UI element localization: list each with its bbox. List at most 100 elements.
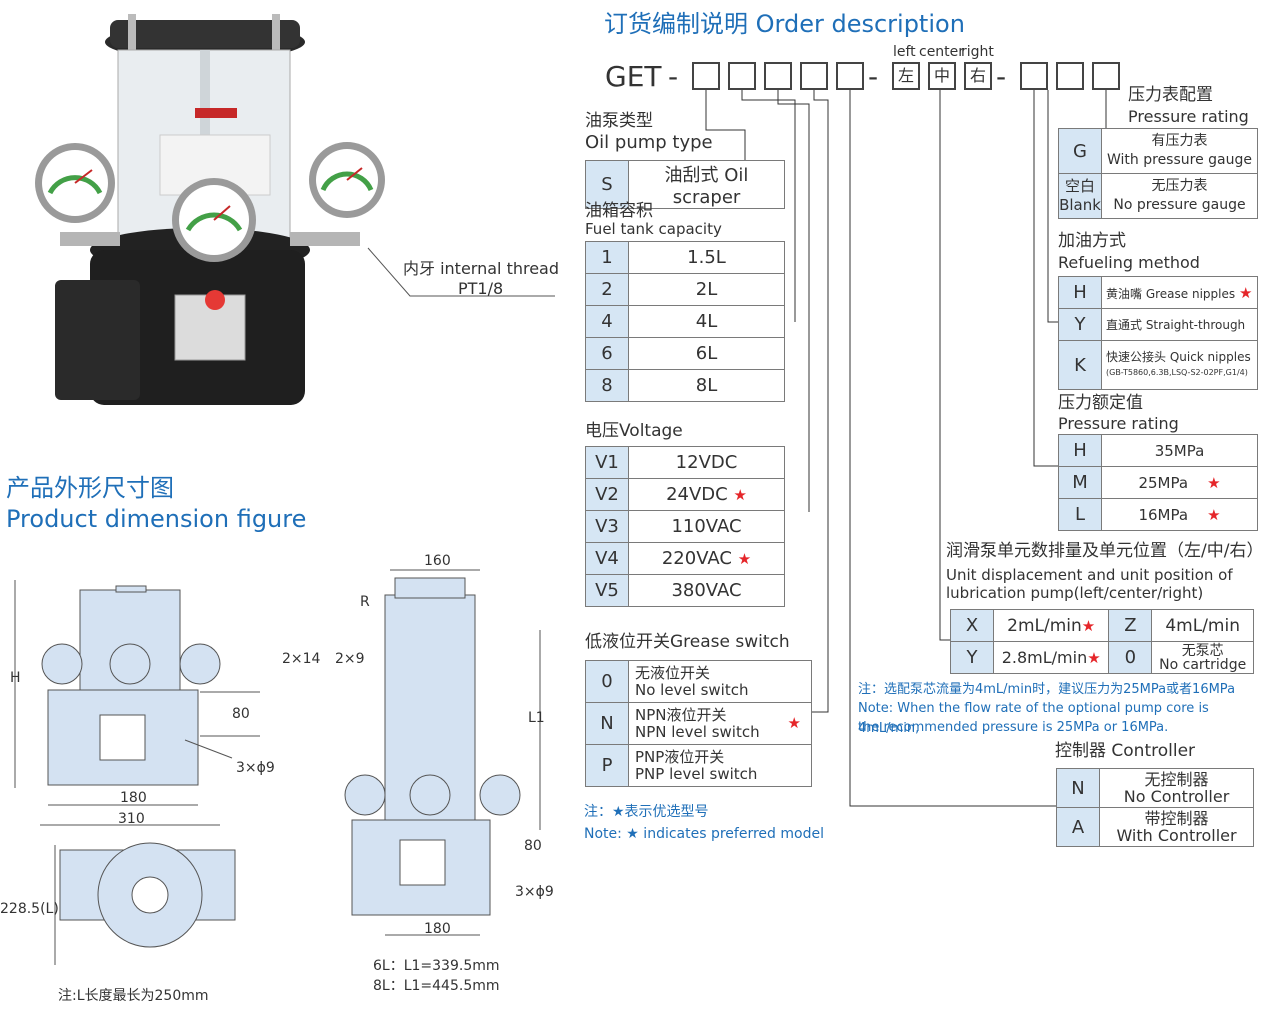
star-icon: ★ (1081, 616, 1096, 635)
note-preferred-en: Note: ★ indicates preferred model (584, 826, 824, 842)
grease-code: N (585, 702, 629, 745)
unit-text: 无泵芯 (1181, 642, 1224, 659)
grease-cn: NPN液位开关 (635, 705, 727, 724)
tank-code: 4 (585, 305, 629, 338)
front-view-drawing: H 80 3×ϕ9 180 310 228.5(L) 注:L长度最长为250mm… (0, 553, 554, 1004)
code-box-controller (836, 62, 864, 90)
note-flow-cn: 注：选配泵芯流量为4mL/min时，建议压力为25MPa或者16MPa (858, 682, 1236, 697)
voltage-code: V4 (585, 542, 629, 575)
prating-code: L (1058, 498, 1102, 531)
tank-code: 8 (585, 369, 629, 402)
grease-title: 低液位开关Grease switch (585, 632, 790, 652)
controller-en: No Controller (1123, 787, 1230, 806)
grease-cn: PNP液位开关 (635, 747, 725, 766)
pos-center: center (919, 44, 965, 60)
gauge-cn: 压力表配置 (1128, 85, 1213, 105)
table-row: S 油刮式 Oil scraper (585, 160, 785, 209)
grease-en: No level switch (635, 680, 749, 699)
unit-text: 2mL/min (1007, 615, 1082, 636)
pressure-gauge-right (309, 142, 385, 218)
controller-cn: 无控制器 (1144, 770, 1209, 789)
thread-label: 内牙 internal thread (403, 259, 559, 278)
controller-cn: 带控制器 (1144, 809, 1209, 828)
pump-value: 油刮式 Oil scraper (628, 160, 785, 209)
grease-en: NPN level switch (635, 722, 760, 741)
code-box-left: 左 (892, 62, 920, 90)
note-preferred-cn: 注：★表示优选型号 (584, 804, 709, 820)
voltage-code: V1 (585, 446, 629, 479)
refuel-code: K (1058, 340, 1102, 390)
dim-l: 228.5(L) (0, 901, 59, 917)
pump-type-cn: 油泵类型 (585, 111, 653, 131)
unit-cn: 润滑泵单元数排量及单元位置（左/中/右） (946, 541, 1263, 561)
voltage-value: 24VDC ★ (628, 478, 785, 511)
prating-en: Pressure rating (1058, 414, 1179, 433)
unit-text-en: No cartridge (1159, 656, 1247, 673)
pump-type-en: Oil pump type (585, 132, 713, 153)
code-box-right: 右 (964, 62, 992, 90)
pos-left: left (893, 44, 916, 60)
gauge-code-en: Blank (1059, 196, 1101, 214)
voltage-en: Voltage (619, 421, 683, 441)
code-box-gauge (1092, 62, 1120, 90)
voltage-code: V3 (585, 510, 629, 543)
refuel-value: 直通式 Straight-through (1101, 308, 1258, 341)
refuel-text: 黄油嘴 Grease nipples (1106, 286, 1236, 301)
pump-type-table: S 油刮式 Oil scraper (585, 160, 785, 209)
controller-en: With Controller (1116, 826, 1237, 845)
tank-value: 1.5L (628, 241, 785, 274)
dim-holes-front: 3×ϕ9 (236, 760, 275, 776)
controller-code: N (1056, 768, 1100, 808)
prating-value: 16MPa ★ (1101, 498, 1258, 531)
gauge-code: G (1058, 128, 1102, 174)
unit-text: 2.8mL/min (1001, 648, 1088, 667)
tank-en: Fuel tank capacity (585, 220, 722, 238)
unit-code: Z (1108, 609, 1153, 642)
unit-value: 2.8mL/min★ (992, 641, 1110, 674)
code-dash-1: - (668, 60, 679, 93)
tank-code: 2 (585, 273, 629, 306)
voltage-value: 12VDC (628, 446, 785, 479)
note-flow-en1: Note: When the flow rate of the optional… (858, 701, 1209, 736)
code-box-center: 中 (928, 62, 956, 90)
refuel-code: Y (1058, 308, 1102, 341)
code-box-switch (800, 62, 828, 90)
tank-code: 6 (585, 337, 629, 370)
unit-code: X (950, 609, 994, 642)
gauge-code-cn: 空白 (1064, 177, 1095, 195)
code-dash-2: - (868, 60, 879, 93)
code-box-pump (692, 62, 720, 90)
voltage-label: 电压Voltage (585, 422, 683, 441)
dim-180-side: 180 (424, 921, 451, 937)
grease-cn: 无液位开关 (635, 663, 711, 682)
prating-value: 35MPa (1101, 434, 1258, 467)
dim-l1: L1 (528, 710, 545, 726)
prating-value: 25MPa ★ (1101, 466, 1258, 499)
unit-value: 4mL/min (1151, 609, 1254, 642)
tank-cn: 油箱容积 (585, 201, 653, 221)
dim-r: R (360, 594, 370, 610)
dim-80-side: 80 (524, 838, 542, 854)
code-box-prating (1056, 62, 1084, 90)
